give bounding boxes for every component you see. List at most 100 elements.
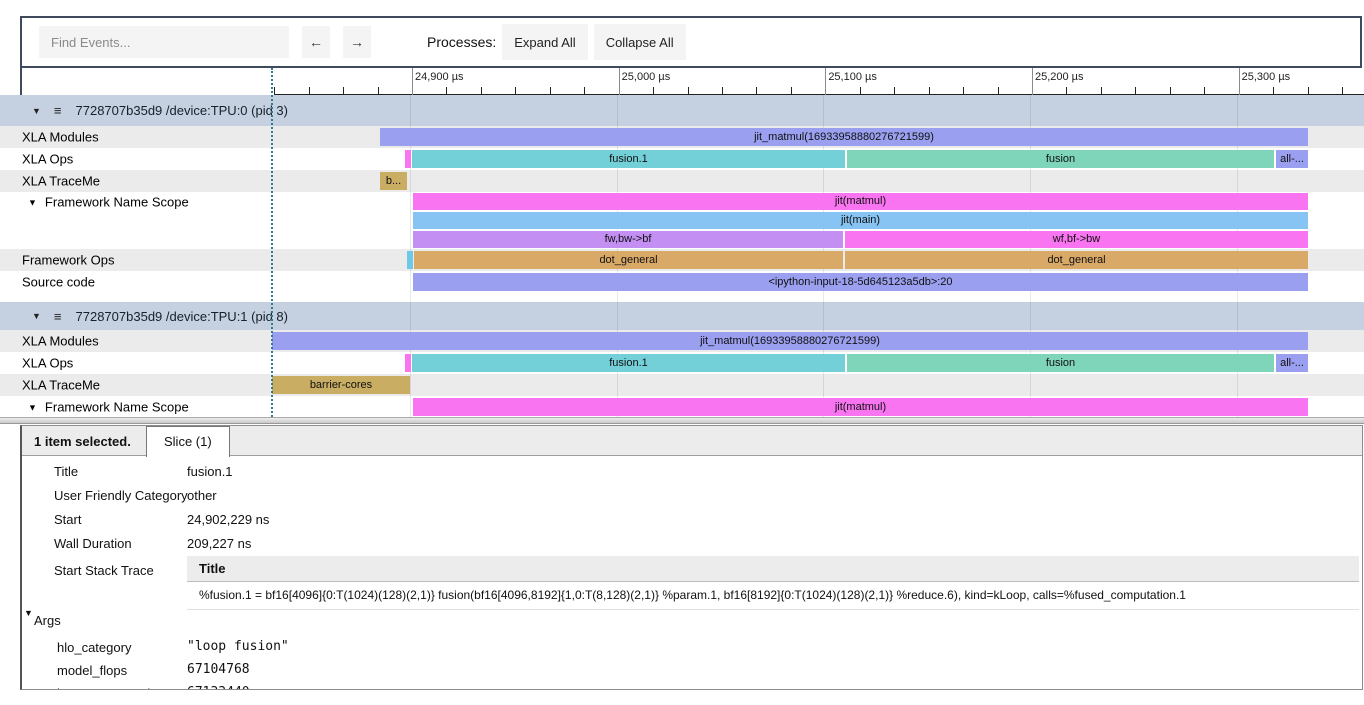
trace-slice[interactable]: fusion.1 <box>412 354 845 372</box>
ruler-minor-tick <box>1341 87 1343 95</box>
ruler-minor-tick <box>997 87 999 95</box>
track-row: Source code <ipython-input-18-5d645123a5d… <box>0 271 1364 293</box>
ruler-minor-tick <box>687 87 689 95</box>
collapse-triangle-icon[interactable]: ▼ <box>28 197 37 207</box>
drag-handle-icon[interactable]: ≡ <box>53 103 62 118</box>
trace-slice[interactable]: fusion.1 <box>412 150 845 168</box>
ruler-minor-tick <box>963 87 965 95</box>
ruler-minor-tick <box>1100 87 1102 95</box>
detail-label: Start <box>54 512 82 527</box>
ruler-minor-tick <box>1204 87 1206 95</box>
trace-slice[interactable]: jit(matmul) <box>413 398 1308 416</box>
track-label: ▼Framework Name Scope <box>28 399 189 415</box>
ruler-minor-tick <box>721 87 723 95</box>
detail-value: other <box>187 488 217 503</box>
ruler-major-tick <box>618 68 620 95</box>
stack-trace-column-header: Title <box>187 556 1359 582</box>
ruler-minor-tick <box>1135 87 1137 95</box>
ruler-major-tick <box>825 68 827 95</box>
ruler-minor-tick <box>1066 87 1068 95</box>
arg-value: 67104768 <box>187 662 250 677</box>
args-section-label: Args <box>34 613 61 628</box>
trace-slice[interactable]: <ipython-input-18-5d645123a5db>:20 <box>413 273 1308 291</box>
time-cursor-line <box>271 68 273 417</box>
track-row: ▼Framework Name Scope jit(matmul) <box>0 396 1364 417</box>
panel-resize-handle[interactable] <box>0 417 1364 424</box>
arg-label: model_flops <box>57 663 128 678</box>
trace-slice[interactable] <box>407 251 413 269</box>
ruler-minor-tick <box>515 87 517 95</box>
trace-slice[interactable]: barrier-cores <box>272 376 410 394</box>
collapse-triangle-icon[interactable]: ▼ <box>32 311 41 321</box>
trace-slice[interactable]: fusion <box>847 354 1274 372</box>
track-label: Source code <box>22 274 95 290</box>
trace-slice[interactable]: fw,bw->bf <box>413 231 843 248</box>
collapse-triangle-icon[interactable]: ▼ <box>32 105 41 116</box>
stack-trace-value: %fusion.1 = bf16[4096]{0:T(1024)(128)(2,… <box>199 588 1186 602</box>
stack-trace-table: Title %fusion.1 = bf16[4096]{0:T(1024)(1… <box>187 556 1359 610</box>
detail-label: User Friendly Category <box>54 488 188 503</box>
track-label: XLA Modules <box>22 129 99 145</box>
expand-all-button[interactable]: Expand All <box>502 24 588 60</box>
trace-slice[interactable]: all-... <box>1276 354 1308 372</box>
tab-slice[interactable]: Slice (1) <box>146 426 230 457</box>
next-result-button[interactable]: → <box>343 26 371 58</box>
ruler-minor-tick <box>790 87 792 95</box>
ruler-major-tick <box>1031 68 1033 95</box>
process-header[interactable]: ▼ ≡ 7728707b35d9 /device:TPU:0 (pid 3) <box>0 95 1364 126</box>
trace-slice[interactable]: all-... <box>1276 150 1308 168</box>
prev-result-button[interactable]: ← <box>302 26 330 58</box>
arg-value: "loop fusion" <box>187 639 289 654</box>
arg-row: bytes_accessed67133440 <box>22 682 1362 689</box>
process-title: 7728707b35d9 /device:TPU:0 (pid 3) <box>75 103 288 118</box>
arg-label: hlo_category <box>57 640 132 655</box>
ruler-tick-label: 25,000 µs <box>621 71 671 83</box>
trace-slice[interactable] <box>405 150 411 168</box>
ruler-minor-tick <box>859 87 861 95</box>
ruler-minor-tick <box>377 87 379 95</box>
ruler-minor-tick <box>1307 87 1309 95</box>
track-label: XLA TraceMe <box>22 377 101 393</box>
process-title: 7728707b35d9 /device:TPU:1 (pid 8) <box>75 308 288 324</box>
ruler-minor-tick <box>1273 87 1275 95</box>
search-input[interactable] <box>39 26 289 58</box>
trace-slice[interactable]: jit_matmul(16933958880276721599) <box>272 332 1308 350</box>
trace-slice[interactable]: b... <box>380 172 407 190</box>
trace-slice[interactable] <box>405 354 411 372</box>
processes-label: Processes: <box>427 34 497 50</box>
ruler-tick-label: 25,300 µs <box>1241 71 1291 83</box>
trace-slice[interactable]: wf,bf->bw <box>845 231 1308 248</box>
detail-value: 24,902,229 ns <box>187 512 270 527</box>
track-label: XLA TraceMe <box>22 173 101 189</box>
detail-row: Start 24,902,229 ns <box>22 507 1362 531</box>
track-row: XLA TraceMe b... <box>0 170 1364 192</box>
args-collapse-icon[interactable]: ▼ <box>24 608 33 618</box>
trace-slice[interactable]: fusion <box>847 150 1274 168</box>
collapse-triangle-icon[interactable]: ▼ <box>28 402 37 413</box>
arg-row: model_flops 67104768 <box>22 659 1362 682</box>
process-header[interactable]: ▼ ≡ 7728707b35d9 /device:TPU:1 (pid 8) <box>0 302 1364 330</box>
trace-slice[interactable]: jit(matmul) <box>413 193 1308 210</box>
trace-slice[interactable]: jit_matmul(16933958880276721599) <box>380 128 1308 146</box>
ruler-minor-tick <box>894 87 896 95</box>
track-label: XLA Ops <box>22 355 74 371</box>
detail-value: fusion.1 <box>187 464 233 479</box>
track-label: ▼Framework Name Scope <box>28 194 189 209</box>
ruler-minor-tick <box>653 87 655 95</box>
trace-slice[interactable]: dot_general <box>414 251 843 269</box>
drag-handle-icon[interactable]: ≡ <box>53 308 62 324</box>
collapse-all-button[interactable]: Collapse All <box>593 24 686 60</box>
trace-slice[interactable]: jit(main) <box>413 212 1308 229</box>
ruler-minor-tick <box>480 87 482 95</box>
ruler-tick-label: 24,900 µs <box>415 71 464 83</box>
arg-value: 67133440 <box>187 685 250 689</box>
trace-slice[interactable]: dot_general <box>845 251 1308 269</box>
ruler-major-tick <box>1238 68 1240 95</box>
details-header: 1 item selected. Slice (1) <box>22 426 1362 457</box>
